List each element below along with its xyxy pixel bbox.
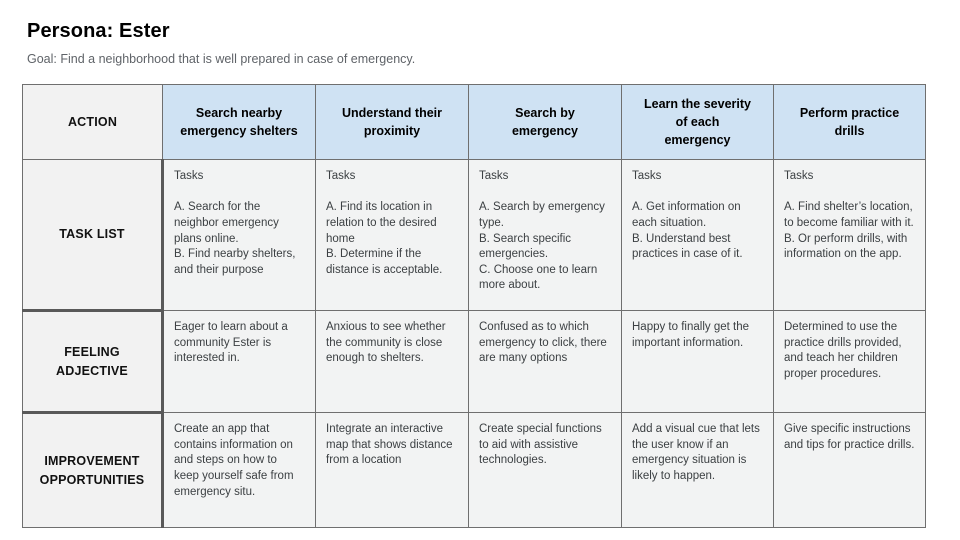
- table-cell-tasks-4: Tasks A. Get information on each situati…: [621, 159, 774, 311]
- column-header-search-shelters: Search nearby emergency shelters: [162, 84, 316, 160]
- column-header-understand-proximity: Understand their proximity: [315, 84, 469, 160]
- table-cell-tasks-1: Tasks A. Search for the neighbor emergen…: [162, 159, 316, 311]
- table-cell-feeling-5: Determined to use the practice drills pr…: [773, 310, 926, 413]
- table-cell-feeling-3: Confused as to which emergency to click,…: [468, 310, 622, 413]
- goal-subtitle: Goal: Find a neighborhood that is well p…: [27, 52, 416, 66]
- action-corner-cell: ACTION: [22, 84, 163, 160]
- persona-journey-table: ACTION Search nearby emergency shelters …: [22, 84, 926, 528]
- row-label-task-list: TASK LIST: [22, 159, 164, 312]
- table-cell-tasks-3: Tasks A. Search by emergency type. B. Se…: [468, 159, 622, 311]
- table-cell-improvement-2: Integrate an interactive map that shows …: [315, 412, 469, 528]
- row-label-improvement-opportunities: IMPROVEMENT OPPORTUNITIES: [22, 412, 164, 528]
- table-cell-improvement-5: Give specific instructions and tips for …: [773, 412, 926, 528]
- table-cell-feeling-4: Happy to finally get the important infor…: [621, 310, 774, 413]
- column-header-practice-drills: Perform practice drills: [773, 84, 926, 160]
- table-cell-tasks-5: Tasks A. Find shelter’s location, to bec…: [773, 159, 926, 311]
- feeling-adjective-row: FEELING ADJECTIVE Eager to learn about a…: [22, 310, 926, 414]
- table-cell-improvement-3: Create special functions to aid with ass…: [468, 412, 622, 528]
- header-row: ACTION Search nearby emergency shelters …: [22, 84, 926, 160]
- task-list-row: TASK LIST Tasks A. Search for the neighb…: [22, 159, 926, 312]
- table-cell-improvement-4: Add a visual cue that lets the user know…: [621, 412, 774, 528]
- column-header-search-by-emergency: Search by emergency: [468, 84, 622, 160]
- row-label-feeling-adjective: FEELING ADJECTIVE: [22, 310, 164, 414]
- table-cell-feeling-2: Anxious to see whether the community is …: [315, 310, 469, 413]
- table-cell-tasks-2: Tasks A. Find its location in relation t…: [315, 159, 469, 311]
- column-header-learn-severity: Learn the severity of each emergency: [621, 84, 774, 160]
- table-cell-feeling-1: Eager to learn about a community Ester i…: [162, 310, 316, 413]
- page-title: Persona: Ester: [27, 20, 170, 42]
- table-cell-improvement-1: Create an app that contains information …: [162, 412, 316, 528]
- improvement-opportunities-row: IMPROVEMENT OPPORTUNITIES Create an app …: [22, 412, 926, 528]
